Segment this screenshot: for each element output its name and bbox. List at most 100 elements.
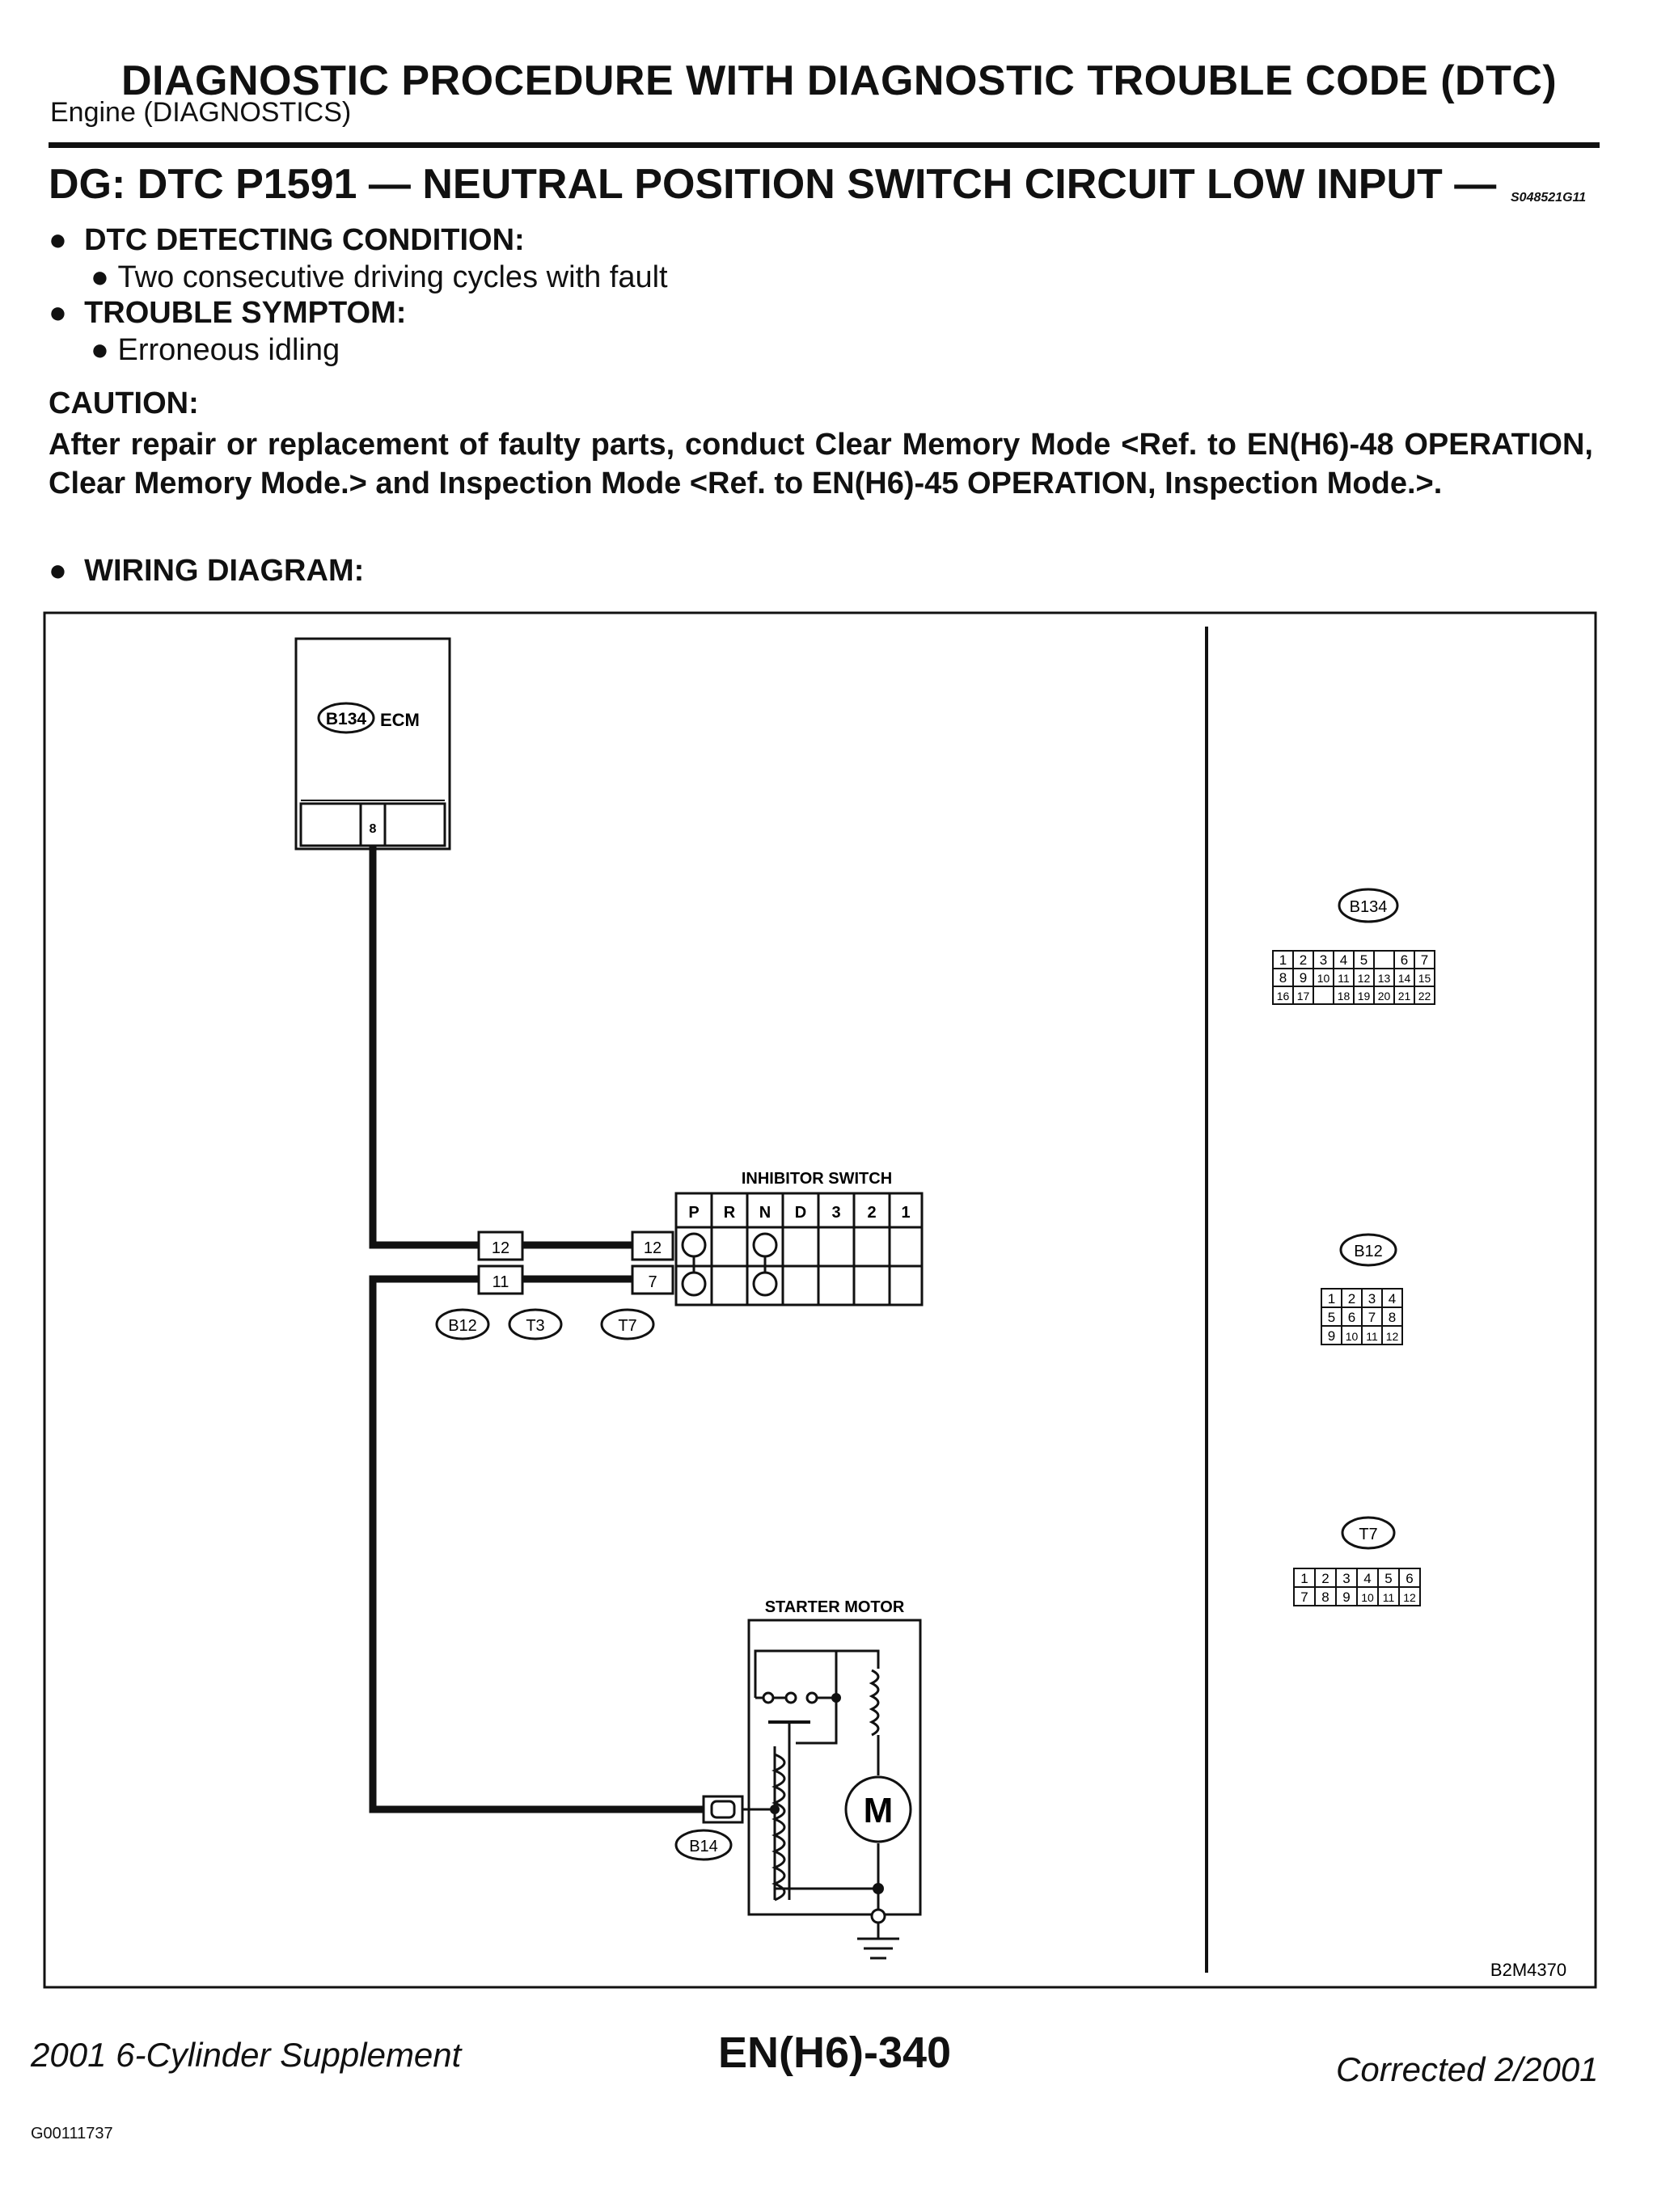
- bullet-icon: ●: [91, 333, 109, 367]
- pinout-b12-title: B12: [1354, 1243, 1383, 1260]
- motor-symbol: [844, 1775, 912, 1843]
- t7-pin-number: 5: [1384, 1571, 1392, 1586]
- wire-ecm-to-b12: [369, 846, 480, 1249]
- wiring-diagram-label: WIRING DIAGRAM:: [84, 554, 365, 588]
- t7-pin-number: 4: [1363, 1571, 1371, 1586]
- position-r: R: [724, 1204, 736, 1222]
- b134-pin-cell: [1414, 986, 1435, 1005]
- t7-pin-number: 1: [1300, 1571, 1308, 1586]
- footer-page-number: EN(H6)-340: [718, 2028, 952, 2077]
- page-subtitle: Engine (DIAGNOSTICS): [50, 97, 352, 128]
- b134-pin-number: 18: [1338, 990, 1351, 1003]
- motor-symbol-label: M: [864, 1791, 894, 1830]
- position-p: P: [688, 1204, 699, 1222]
- section-code: S048521G11: [1511, 191, 1587, 205]
- trouble-symptom-label: TROUBLE SYMPTOM:: [84, 296, 407, 330]
- connector-t7-badge: [600, 1308, 655, 1340]
- figure-code: B2M4370: [1490, 1960, 1566, 1980]
- trouble-symptom-item: ● Erroneous idling: [91, 333, 340, 368]
- footer-corrected: Corrected 2/2001: [1336, 2050, 1599, 2088]
- wire-b12-to-starter: [369, 1275, 704, 1813]
- b12-pin-cell: [1381, 1325, 1403, 1345]
- contact-p-upper: [681, 1232, 707, 1258]
- t7-pin-number: 8: [1321, 1589, 1329, 1605]
- b134-pin-number: 15: [1418, 972, 1431, 985]
- pinout-t7-title: T7: [1359, 1526, 1377, 1543]
- b134-pin-number: 11: [1338, 972, 1350, 985]
- t7-pin-lower: 7: [648, 1273, 657, 1291]
- b134-pin-number: 2: [1300, 952, 1307, 968]
- b134-pin-number: 14: [1398, 972, 1411, 985]
- detecting-condition-label: DTC DETECTING CONDITION:: [84, 223, 525, 257]
- connector-b134-label: B134: [326, 710, 367, 728]
- t7-pin-number: 10: [1361, 1591, 1374, 1604]
- b134-pin-number: 19: [1358, 990, 1371, 1003]
- connector-b134-badge: [317, 702, 375, 734]
- bullet-icon: ●: [49, 223, 67, 257]
- b12-pin-number: 3: [1368, 1291, 1376, 1307]
- t7-pin-number: 6: [1406, 1571, 1413, 1586]
- contact-p-lower: [681, 1271, 707, 1297]
- b12-pin-number: 7: [1368, 1310, 1376, 1325]
- b12-pin-number: 6: [1348, 1310, 1355, 1325]
- b134-pin-cell: [1373, 950, 1395, 969]
- b134-pin-number: 21: [1398, 990, 1411, 1003]
- ground-icon: [857, 1923, 899, 1960]
- connector-t3-label: T3: [526, 1317, 544, 1335]
- b134-pin-cell: [1313, 986, 1334, 1005]
- connector-b12-label: B12: [448, 1317, 477, 1335]
- b134-pin-number: 13: [1378, 972, 1391, 985]
- t7-pin-number: 7: [1300, 1589, 1308, 1605]
- contact-n-upper: [752, 1232, 778, 1258]
- footer-doc-id: G00111737: [31, 2125, 113, 2142]
- bullet-icon: ●: [49, 554, 67, 588]
- t7-pin-number: 11: [1383, 1591, 1395, 1604]
- b134-pin-number: 16: [1277, 990, 1290, 1003]
- section-title: DG: DTC P1591 — NEUTRAL POSITION SWITCH …: [49, 161, 1497, 208]
- bullet-icon: ●: [91, 260, 109, 294]
- position-d: D: [795, 1204, 806, 1222]
- b134-pin-number: 10: [1317, 972, 1330, 985]
- t7-pin-number: 12: [1403, 1591, 1416, 1604]
- b134-pin-number: 22: [1418, 990, 1431, 1003]
- connector-t3-badge: [508, 1308, 563, 1340]
- b12-pin-number: 1: [1328, 1291, 1335, 1307]
- t7-pin-number: 9: [1342, 1589, 1350, 1605]
- position-n: N: [759, 1204, 771, 1222]
- b134-pin-number: 12: [1358, 972, 1371, 985]
- starter-motor-label: STARTER MOTOR: [765, 1598, 905, 1616]
- caution-label: CAUTION:: [49, 386, 199, 420]
- connector-b14-badge: [674, 1829, 733, 1861]
- detecting-condition-heading: ● DTC DETECTING CONDITION:: [49, 223, 525, 258]
- position-3: 3: [831, 1204, 840, 1222]
- b12-pin-number: 4: [1389, 1291, 1396, 1307]
- contact-n-lower: [752, 1271, 778, 1297]
- pinout-b134-title: B134: [1350, 898, 1388, 916]
- detecting-condition-text: Two consecutive driving cycles with faul…: [117, 260, 668, 294]
- ecm-unit: B134 ECM 8: [294, 637, 451, 851]
- connector-b14-label: B14: [689, 1838, 718, 1855]
- b12-pin-number: 5: [1328, 1310, 1335, 1325]
- trouble-symptom-text: Erroneous idling: [117, 333, 340, 367]
- t7-pin-number: 2: [1321, 1571, 1329, 1586]
- b12-pin-number: 2: [1348, 1291, 1355, 1307]
- b134-pin-number: 7: [1421, 952, 1428, 968]
- b134-pin-number: 9: [1300, 970, 1307, 986]
- b12-pin-number: 9: [1328, 1328, 1335, 1344]
- inhibitor-switch: INHIBITOR SWITCH P R N D 3 2 1: [674, 1170, 924, 1307]
- wiring-diagram-heading: ● WIRING DIAGRAM:: [49, 554, 364, 589]
- detecting-condition-item: ● Two consecutive driving cycles with fa…: [91, 260, 668, 295]
- t7-pin-upper: 12: [644, 1239, 662, 1257]
- ecm-pin-label: 8: [370, 822, 377, 836]
- b12-pin-upper: 12: [492, 1239, 509, 1257]
- b134-pin-number: 6: [1401, 952, 1408, 968]
- connector-t7-pins: 12 7: [631, 1231, 674, 1295]
- connector-t7-label: T7: [618, 1317, 636, 1335]
- header-rule: [49, 142, 1600, 148]
- connector-b12-t3: 12 11: [477, 1231, 524, 1295]
